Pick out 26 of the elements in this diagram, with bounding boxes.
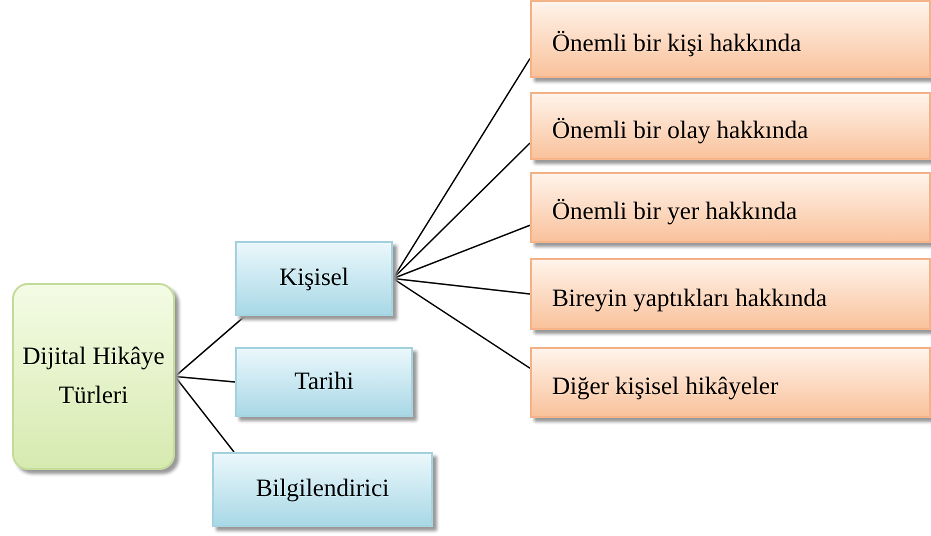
topic-box <box>530 258 931 330</box>
topic-box <box>530 92 931 160</box>
connector-line <box>392 58 531 279</box>
node-label: Tarihi <box>294 366 354 397</box>
node-label: Bireyin yaptıkları hakkında <box>552 284 827 314</box>
connector-line <box>174 315 246 378</box>
topic-box <box>530 172 931 243</box>
connector-line <box>392 142 531 280</box>
topic-box <box>530 0 931 78</box>
topic-box <box>235 347 413 417</box>
node-label: Önemli bir kişi hakkında <box>552 28 802 59</box>
topic-box <box>235 241 393 316</box>
topic-box <box>12 283 175 470</box>
node-label: Kişisel <box>279 263 349 294</box>
node-label: Diğer kişisel hikâyeler <box>552 372 778 402</box>
connector-line <box>174 376 235 452</box>
connector-line <box>392 278 530 295</box>
topic-box <box>530 347 931 418</box>
connector-line <box>392 224 530 280</box>
connector-line <box>174 376 236 383</box>
node-label: Bilgilendirici <box>256 474 390 504</box>
node-label: Önemli bir olay hakkında <box>552 116 808 146</box>
topic-box <box>212 452 433 527</box>
node-label: Dijital Hikâye Türleri <box>21 342 166 410</box>
node-label: Önemli bir yer hakkında <box>552 197 798 228</box>
connector-line <box>392 278 530 369</box>
